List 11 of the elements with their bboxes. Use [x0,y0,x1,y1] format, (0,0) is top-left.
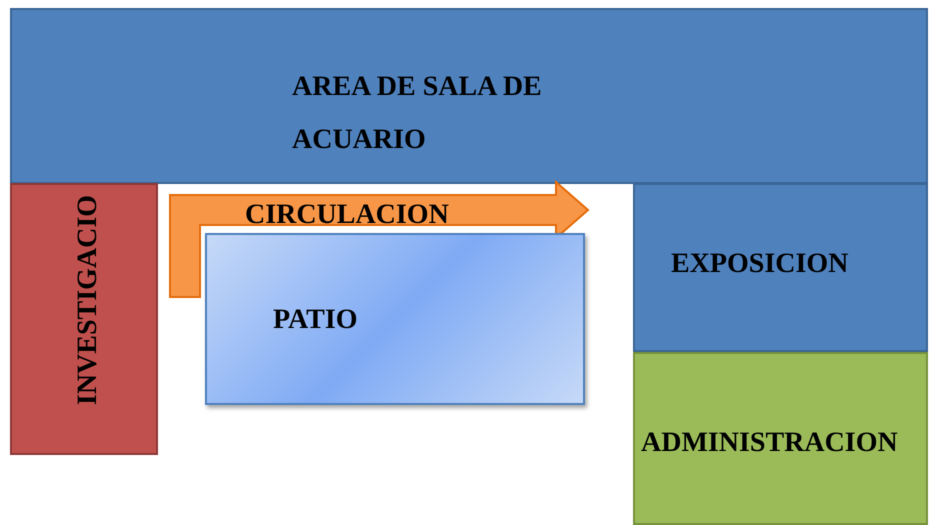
zone-label: AREA DE SALA DE ACUARIO [292,70,543,158]
zone-label: EXPOSICION [671,247,848,281]
zone-block [10,8,928,184]
zone-label: INVESTIGACIO [74,195,102,406]
zone-block [633,352,928,525]
zone-block [633,183,928,352]
zone-label: CIRCULACION [245,198,449,232]
zone-label: PATIO [273,303,358,337]
zone-block [205,233,585,405]
zone-label: ADMINISTRACION [641,426,898,460]
zone-block [10,183,158,455]
